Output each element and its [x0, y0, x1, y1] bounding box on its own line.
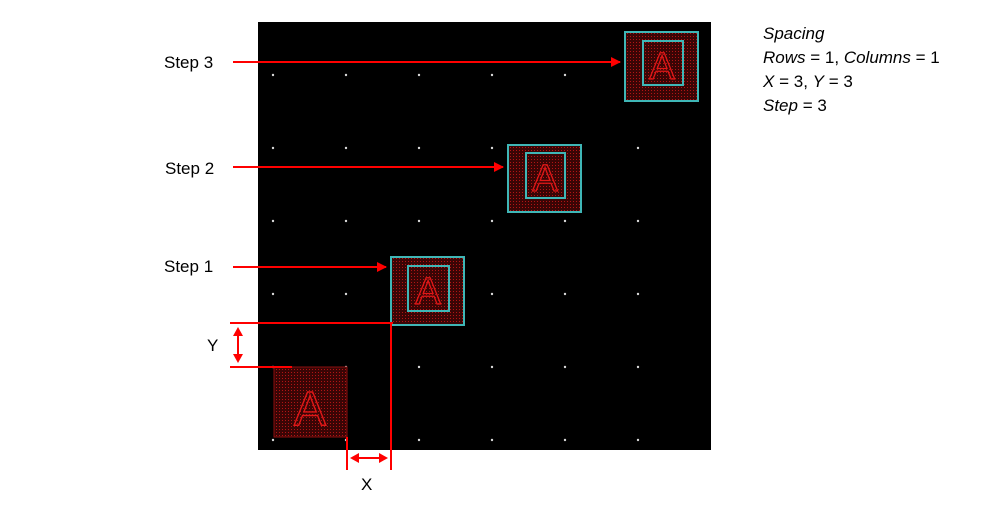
instance-glyph: A [294, 383, 326, 436]
grid-dot [563, 365, 567, 369]
columns-value: 1 [930, 48, 940, 67]
grid-dot [636, 219, 640, 223]
original-instance: A [273, 366, 348, 438]
grid-dot [490, 146, 494, 150]
rows-label: Rows [763, 48, 806, 67]
rows-columns-line: Rows = 1, Columns = 1 [763, 48, 940, 67]
instance-glyph: A [532, 158, 558, 200]
step-3-instance: A [624, 31, 699, 102]
grid-dot [417, 146, 421, 150]
rows-value: 1 [824, 48, 835, 67]
y-label: Y [812, 72, 824, 91]
grid-dot [563, 219, 567, 223]
grid-dot [417, 219, 421, 223]
y-dimension [230, 322, 393, 368]
y-value: 3 [843, 72, 853, 91]
grid-dot [344, 73, 348, 77]
instance-glyph: A [649, 46, 675, 88]
step-value: 3 [817, 96, 827, 115]
grid-dot [271, 219, 275, 223]
step-1-label: Step 1 [164, 257, 213, 276]
grid-dot [563, 292, 567, 296]
grid-dot [636, 146, 640, 150]
step-2-label: Step 2 [165, 159, 214, 178]
instance-glyph: A [415, 271, 441, 313]
grid-dot [490, 219, 494, 223]
y-dimension-label: Y [207, 336, 218, 355]
grid-dot [636, 292, 640, 296]
x-dimension-label: X [361, 475, 372, 494]
grid-dot [490, 292, 494, 296]
grid-dot [344, 146, 348, 150]
xy-line: X = 3, Y = 3 [763, 72, 853, 91]
step-2-instance: A [507, 144, 582, 213]
grid-dot [417, 365, 421, 369]
x-value: 3 [793, 72, 804, 91]
x-label: X [763, 72, 775, 91]
columns-label: Columns [843, 48, 911, 67]
spacing-title: Spacing [763, 24, 825, 43]
step-1-instance: A [390, 256, 465, 326]
grid-dot [344, 292, 348, 296]
grid-dot [344, 219, 348, 223]
grid-dot [563, 73, 567, 77]
step-3-label: Step 3 [164, 53, 213, 72]
grid-dot [271, 438, 275, 442]
grid-dot [490, 365, 494, 369]
grid-dot [490, 438, 494, 442]
grid-dot [490, 73, 494, 77]
x-dimension [346, 323, 392, 470]
grid-dot [271, 292, 275, 296]
grid-dot [417, 438, 421, 442]
grid-dot [271, 146, 275, 150]
grid-dot [271, 73, 275, 77]
spacing-info-panel: Spacing Rows = 1, Columns = 1 X = 3, Y =… [763, 22, 940, 118]
grid-dot [563, 438, 567, 442]
grid-dot [636, 438, 640, 442]
grid-dot [417, 73, 421, 77]
grid-dot [636, 365, 640, 369]
step-label: Step [763, 96, 798, 115]
step-line: Step = 3 [763, 96, 827, 115]
